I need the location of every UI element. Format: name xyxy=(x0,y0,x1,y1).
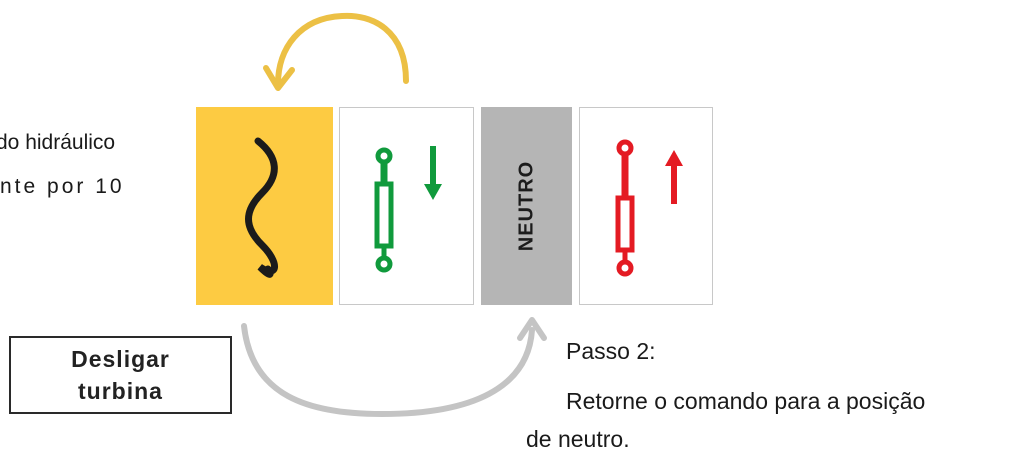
step-title: Passo 2: xyxy=(566,338,656,364)
cylinder-up-tile xyxy=(579,107,713,305)
wave-tile xyxy=(196,107,333,305)
side-text-line-2: nte por 10 xyxy=(0,175,125,198)
wave-icon xyxy=(245,137,278,278)
cylinder-up-icon xyxy=(615,139,683,277)
shutdown-turbine-button[interactable]: Desligar turbina xyxy=(9,336,232,414)
side-text-line-1: do hidráulico xyxy=(0,131,116,154)
shutdown-turbine-label-line-2: turbina xyxy=(78,378,163,404)
shutdown-turbine-label-line-1: Desligar xyxy=(71,346,170,372)
step-instruction-line-1: Retorne o comando para a posição xyxy=(566,388,926,414)
cylinder-down-icon xyxy=(374,146,442,273)
bottom-curved-arrow-icon xyxy=(241,317,547,418)
step-instruction-line-2: de neutro. xyxy=(526,426,630,452)
cylinder-down-tile xyxy=(339,107,474,305)
top-curved-arrow-icon xyxy=(263,12,409,91)
neutral-tile: NEUTRO xyxy=(481,107,572,305)
